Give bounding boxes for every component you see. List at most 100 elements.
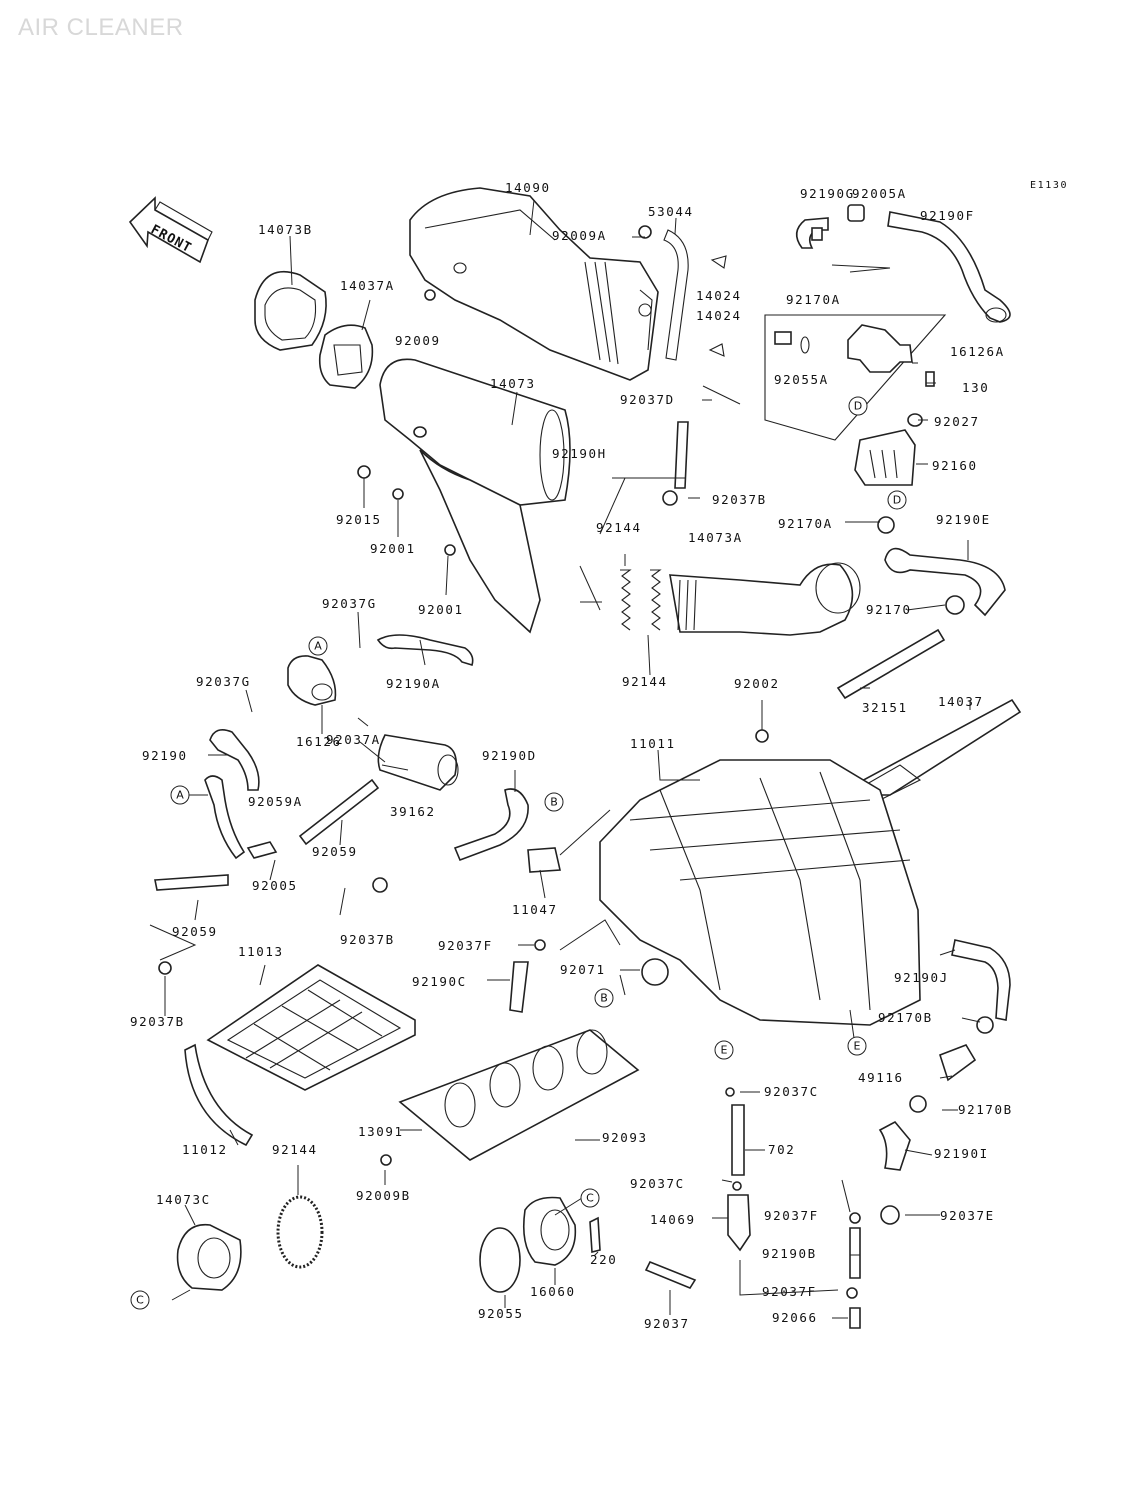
bracket-92160 [854,429,916,486]
clip-14024-b [708,343,725,357]
part-label: 14073B [258,222,313,237]
part-label: 14090 [505,180,551,195]
svg-text:E: E [854,1040,861,1053]
ref-marker-d-2: D [887,490,907,510]
svg-text:D: D [854,400,862,413]
part-label: 92059 [172,924,218,939]
part-label: 92190C [412,974,467,989]
part-label: 92037B [340,932,395,947]
part-label: 13091 [358,1124,404,1139]
part-label: 92059 [312,844,358,859]
part-label: 92037G [322,596,377,611]
hose-group-top-right [795,204,1011,323]
hose-92190b [849,1227,861,1279]
funnel-14073c [176,1223,242,1291]
ref-marker-b-2: B [594,988,614,1008]
part-label: 14073C [156,1192,211,1207]
upper-duct-14090 [409,187,659,381]
rod-92190h [674,421,689,489]
part-label: 92037E [940,1208,995,1223]
part-label: 92005A [852,186,907,201]
part-label: 92160 [932,458,978,473]
elbow-duct-14073a [669,562,861,636]
funnel-16060 [522,1196,577,1266]
part-label: 92170B [958,1102,1013,1117]
valve-assembly-16126a [764,314,947,441]
part-label: 53044 [648,204,694,219]
valve-16126 [287,655,337,706]
page-title: AIR CLEANER [18,14,184,41]
separator-14069 [727,1194,751,1252]
svg-text:E: E [721,1044,728,1057]
hose-92190 [209,729,260,791]
part-label: 11013 [238,944,284,959]
part-label: 14024 [696,288,742,303]
svg-text:B: B [550,796,558,809]
part-label: 92144 [596,520,642,535]
filter-element-14037a [318,324,374,389]
part-label: 92190I [934,1146,989,1161]
part-label: 92170 [866,602,912,617]
svg-text:C: C [136,1294,144,1307]
hose-92190i [878,1120,911,1171]
ref-marker-c-2: C [130,1290,150,1310]
ref-marker-b-1: B [544,792,564,812]
part-label: 16060 [530,1284,576,1299]
ref-marker-e-2: E [847,1036,867,1056]
part-label: 92055 [478,1306,524,1321]
front-arrow-icon: FRONT [128,196,213,264]
hose-92190e [884,547,1006,617]
svg-text:D: D [893,494,901,507]
part-label: 92001 [418,602,464,617]
valve-49116 [939,1044,977,1082]
joint-92005 [246,841,278,859]
part-label: 49116 [858,1070,904,1085]
part-label: 92144 [622,674,668,689]
air-box-11011 [599,759,921,1026]
svg-text:C: C [586,1192,594,1205]
hose-92190j [951,939,1011,1021]
part-label: 92037C [630,1176,685,1191]
ref-marker-e-1: E [714,1040,734,1060]
svg-text:A: A [314,640,322,653]
gasket-92055 [479,1227,521,1293]
clamps [154,225,994,1299]
part-label: 14073A [688,530,743,545]
part-label: 702 [768,1142,795,1157]
svg-text:A: A [176,789,184,802]
part-label: 92055A [774,372,829,387]
part-label: 130 [962,380,989,395]
part-label: 14069 [650,1212,696,1227]
hose-702 [731,1104,745,1176]
part-label: 92002 [734,676,780,691]
part-label: 92001 [370,541,416,556]
part-label: 92015 [336,512,382,527]
part-label: 11011 [630,736,676,751]
ref-marker-a-1: A [308,636,328,656]
part-label: 14037A [340,278,395,293]
part-labels: E1130 14073B 14090 92009A 53044 92190G 9… [130,180,1068,1331]
leader-lines [149,199,981,1319]
figure-code: E1130 [1030,180,1068,191]
clip-14024-a [710,255,727,269]
bracket-11047 [527,847,561,873]
part-label: 11047 [512,902,558,917]
part-label: 92009B [356,1188,411,1203]
part-label: 16126 [296,734,342,749]
part-label: 92190E [936,512,991,527]
part-label: 14024 [696,308,742,323]
hose-92059a [204,775,246,860]
hose-92190a [376,634,474,666]
part-label: 92037C [764,1084,819,1099]
part-label: 92170A [778,516,833,531]
part-label: 92037A [326,732,381,747]
part-label: 220 [590,1252,617,1267]
part-label: 92037F [764,1208,819,1223]
part-label: 14073 [490,376,536,391]
part-label: 92005 [252,878,298,893]
filter-39162 [377,734,459,791]
grommet-92071 [641,958,669,986]
part-label: 92170B [878,1010,933,1025]
part-label: 92190F [920,208,975,223]
